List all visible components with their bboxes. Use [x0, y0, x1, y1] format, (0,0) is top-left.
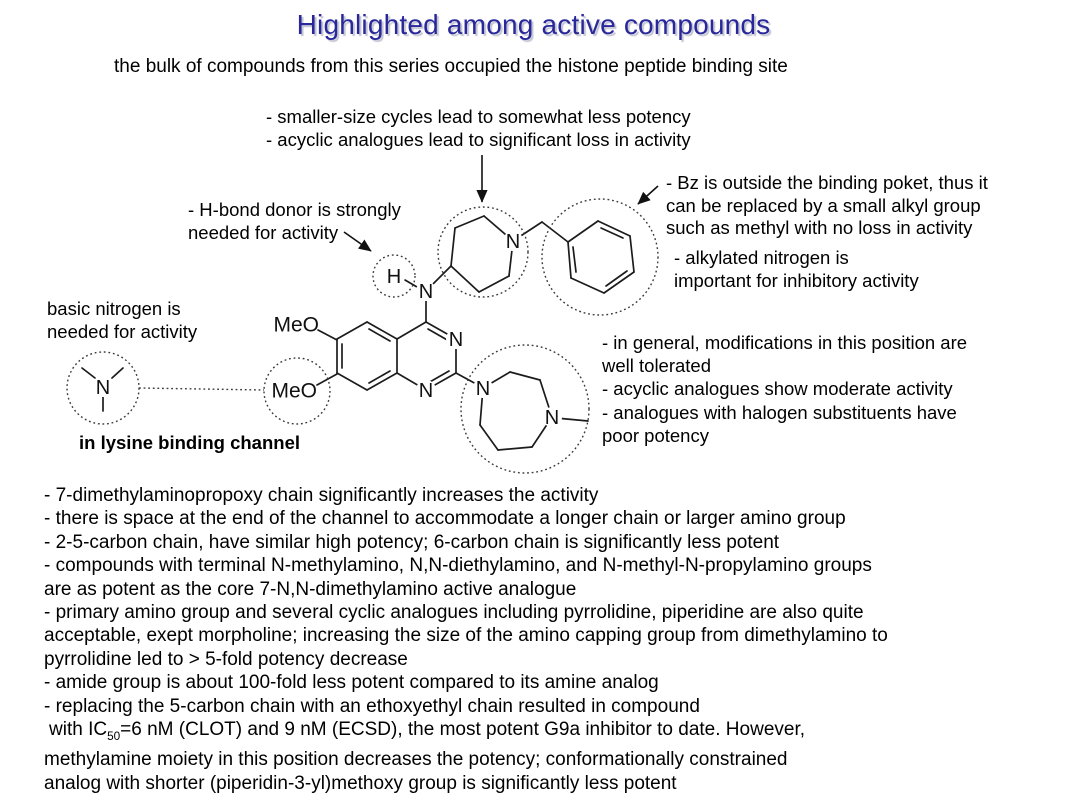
annotation-basic-nitrogen: basic nitrogen is needed for activity [47, 298, 197, 343]
sar-line: - amide group is about 100-fold less pot… [44, 672, 659, 694]
sar-line: acceptable, exept morpholine; increasing… [44, 625, 888, 647]
ring-n3-label: N [449, 329, 463, 351]
annotation-line: needed for activity [188, 221, 339, 243]
annotation-line: important for inhibitory activity [674, 269, 919, 291]
piperidine-ring [450, 215, 514, 293]
ic50-suffix: =6 nM (CLOT) and 9 nM (ECSD), the most p… [120, 719, 806, 741]
piperidine-circle [437, 206, 529, 298]
sar-line: - 2-5-carbon chain, have similar high po… [44, 531, 780, 553]
phenyl-circle [541, 198, 659, 316]
sar-line: - there is space at the end of the chann… [44, 508, 846, 530]
basic-amine-group [81, 367, 124, 412]
sar-line: analog with shorter (piperidin-3-yl)meth… [44, 772, 677, 794]
amine-linker [404, 265, 452, 323]
annotation-line: - smaller-size cycles lead to somewhat l… [266, 106, 691, 127]
annotation-line: basic nitrogen is [47, 298, 181, 319]
methoxy-upper-label: MeO [273, 314, 319, 337]
sar-line: - 7-dimethylaminopropoxy chain significa… [44, 485, 599, 506]
h-donor-label: H [387, 266, 401, 288]
annotation-line: can be replaced by a small alkyl group [666, 194, 981, 216]
annotation-line: well tolerated [602, 355, 712, 377]
sar-line: pyrrolidine led to > 5-fold potency decr… [44, 648, 408, 670]
sar-line: are as potent as the core 7-N,N-dimethyl… [44, 578, 577, 600]
annotation-line: - Bz is outside the binding poket, thus … [666, 172, 988, 193]
hbond-arrow [343, 231, 372, 252]
annotation-bz-pocket: - Bz is outside the binding poket, thus … [666, 172, 988, 240]
annotation-line: - analogues with halogen substituents ha… [602, 401, 957, 423]
annotation-smaller-cycles: - smaller-size cycles lead to somewhat l… [266, 105, 691, 152]
ring-n1-label: N [419, 380, 433, 402]
annotation-line: - acyclic analogues show moderate activi… [602, 378, 953, 400]
diazepane-n4-label: N [545, 407, 559, 429]
ic50-subscript: 50 [107, 729, 121, 743]
quinazoline-core [336, 321, 457, 391]
methoxy-circle [263, 357, 331, 425]
annotation-line: needed for activity [47, 320, 198, 342]
annotation-line: - H-bond donor is strongly [188, 199, 401, 220]
annotation-position2: - in general, modifications in this posi… [602, 331, 967, 447]
ic50-prefix: with IC [49, 719, 108, 741]
channel-connector-dotted-line [138, 387, 265, 391]
annotation-lysine-channel: in lysine binding channel [79, 432, 300, 453]
highlight-circles [66, 198, 659, 474]
sar-line-ic50: with IC50=6 nM (CLOT) and 9 nM (ECSD), t… [44, 718, 888, 748]
phenyl-ring [567, 220, 635, 294]
annotation-arrows [343, 155, 659, 252]
diazepane-circle [460, 344, 590, 474]
annotation-line: - in general, modifications in this posi… [602, 332, 968, 353]
annotation-alkylated-nitrogen: - alkylated nitrogen is important for in… [674, 247, 919, 292]
bz-arrow [637, 185, 659, 205]
nh-nitrogen-label: N [419, 281, 433, 303]
atom-label-masks [93, 231, 562, 427]
sar-notes-block: - 7-dimethylaminopropoxy chain significa… [44, 484, 888, 795]
sar-line: methylamine moiety in this position decr… [44, 749, 788, 771]
sar-line: - replacing the 5-carbon chain with an e… [44, 695, 700, 717]
diazepane-n1-label: N [476, 378, 490, 400]
annotation-hbond-donor: - H-bond donor is strongly needed for ac… [188, 199, 401, 244]
annotation-line: - alkylated nitrogen is [674, 247, 849, 268]
annotation-line: poor potency [602, 424, 709, 446]
atom-labels: H N N N N N N N MeO MeO [96, 231, 559, 429]
subtitle: the bulk of compounds from this series o… [114, 56, 788, 77]
basic-n-label: N [96, 377, 110, 399]
methoxy-lower-label: MeO [271, 380, 317, 403]
methoxy-bonds [316, 329, 338, 386]
h-donor-circle [372, 254, 416, 298]
sar-line: - compounds with terminal N-methylamino,… [44, 555, 872, 577]
annotation-line: such as methyl with no loss in activity [666, 217, 973, 239]
sar-line: - primary amino group and several cyclic… [44, 602, 864, 624]
annotation-line: - acyclic analogues lead to significant … [266, 129, 691, 151]
piperidine-n-label: N [506, 231, 520, 253]
page-title: Highlighted among active compounds [296, 9, 771, 40]
